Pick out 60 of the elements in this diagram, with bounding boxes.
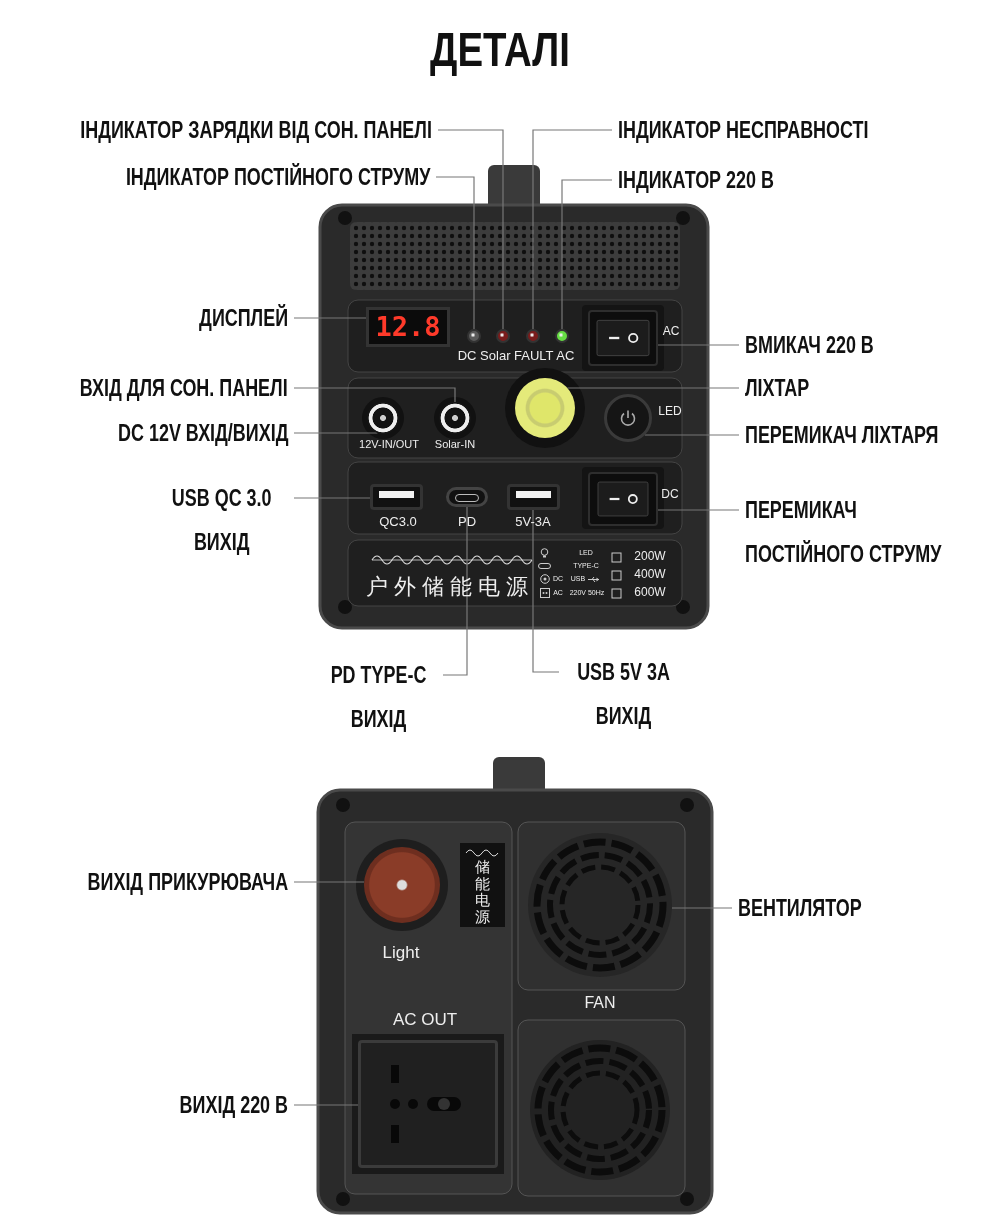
callout-label: ВМИКАЧ 220 В <box>745 323 874 367</box>
callout-label: DC 12V ВХІД/ВИХІД <box>117 411 288 455</box>
callout-label: ВИХІД ПРИКУРЮВАЧА <box>87 860 288 904</box>
leader-line <box>437 129 504 330</box>
digital-display <box>366 307 450 347</box>
ac-outlet <box>358 1040 498 1168</box>
leader-line <box>671 907 733 909</box>
leader-line <box>293 881 365 883</box>
callout-label: PD TYPE-C ВИХІД <box>320 653 437 741</box>
leader-line <box>657 344 740 346</box>
part-caption: AC OUT <box>392 1010 458 1030</box>
rocker-switch <box>588 472 658 526</box>
leader-line <box>532 129 613 330</box>
panel-label: 400W <box>634 568 666 582</box>
leader-line <box>532 509 560 673</box>
leader-line <box>293 387 456 403</box>
leader-line <box>293 1104 359 1106</box>
usb-port <box>507 484 560 510</box>
part-caption: AC <box>662 325 680 339</box>
callout-label: ІНДИКАТОР ПОСТІЙНОГО СТРУМУ <box>125 155 430 199</box>
leader-line <box>566 387 740 389</box>
leader-line <box>442 506 468 676</box>
title: ДЕТАЛІ <box>430 22 570 78</box>
callout-label: ДИСПЛЕЙ <box>199 296 288 340</box>
callout-label: USB 5V 3A ВИХІД <box>565 650 682 738</box>
callout-label: USB QC 3.0 ВИХІД <box>155 476 288 564</box>
callout-label: ІНДИКАТОР НЕСПРАВНОСТІ <box>618 108 869 152</box>
display-readout: 12.8 <box>375 312 441 342</box>
rocker-switch <box>588 310 658 366</box>
panel-label: DC Solar FAULT AC <box>457 348 575 364</box>
callout-label: ВЕНТИЛЯТОР <box>738 886 862 930</box>
part-caption: PD <box>457 514 477 530</box>
part-caption: QC3.0 <box>379 514 417 530</box>
leader-line <box>657 509 740 511</box>
leader-line <box>561 179 613 330</box>
panel-text: 户外储能电源 <box>366 574 534 600</box>
leader-line <box>293 497 371 499</box>
part-caption: DC <box>661 488 679 502</box>
callout-label: ПЕРЕМИКАЧ ПОСТІЙНОГО СТРУМУ <box>745 488 972 576</box>
panel-label: 200W <box>634 550 666 564</box>
part-caption: Light <box>382 943 420 963</box>
usb-port <box>370 484 423 510</box>
part-caption: LED <box>658 405 682 419</box>
panel-label: 600W <box>634 586 666 600</box>
leader-line <box>293 317 367 319</box>
callout-label: ІНДИКАТОР 220 В <box>618 158 774 202</box>
callout-label: ВИХІД 220 В <box>179 1083 288 1127</box>
callout-label: ПЕРЕМИКАЧ ЛІХТАРЯ <box>745 413 939 457</box>
leader-line <box>644 434 740 436</box>
callout-label: ІНДИКАТОР ЗАРЯДКИ ВІД СОН. ПАНЕЛІ <box>80 108 432 152</box>
part-caption: FAN <box>584 994 616 1012</box>
vertical-text: 储能电源 <box>474 859 490 925</box>
leader-line <box>293 432 378 434</box>
part-caption: Solar-IN <box>434 437 476 451</box>
leader-line <box>435 176 475 330</box>
callout-label: ВХІД ДЛЯ СОН. ПАНЕЛІ <box>80 366 288 410</box>
part-caption: 12V-IN/OUT <box>359 437 419 451</box>
callout-label: ЛІХТАР <box>745 366 810 410</box>
part-caption: 5V-3A <box>515 514 551 530</box>
usb-c-port <box>446 487 488 507</box>
